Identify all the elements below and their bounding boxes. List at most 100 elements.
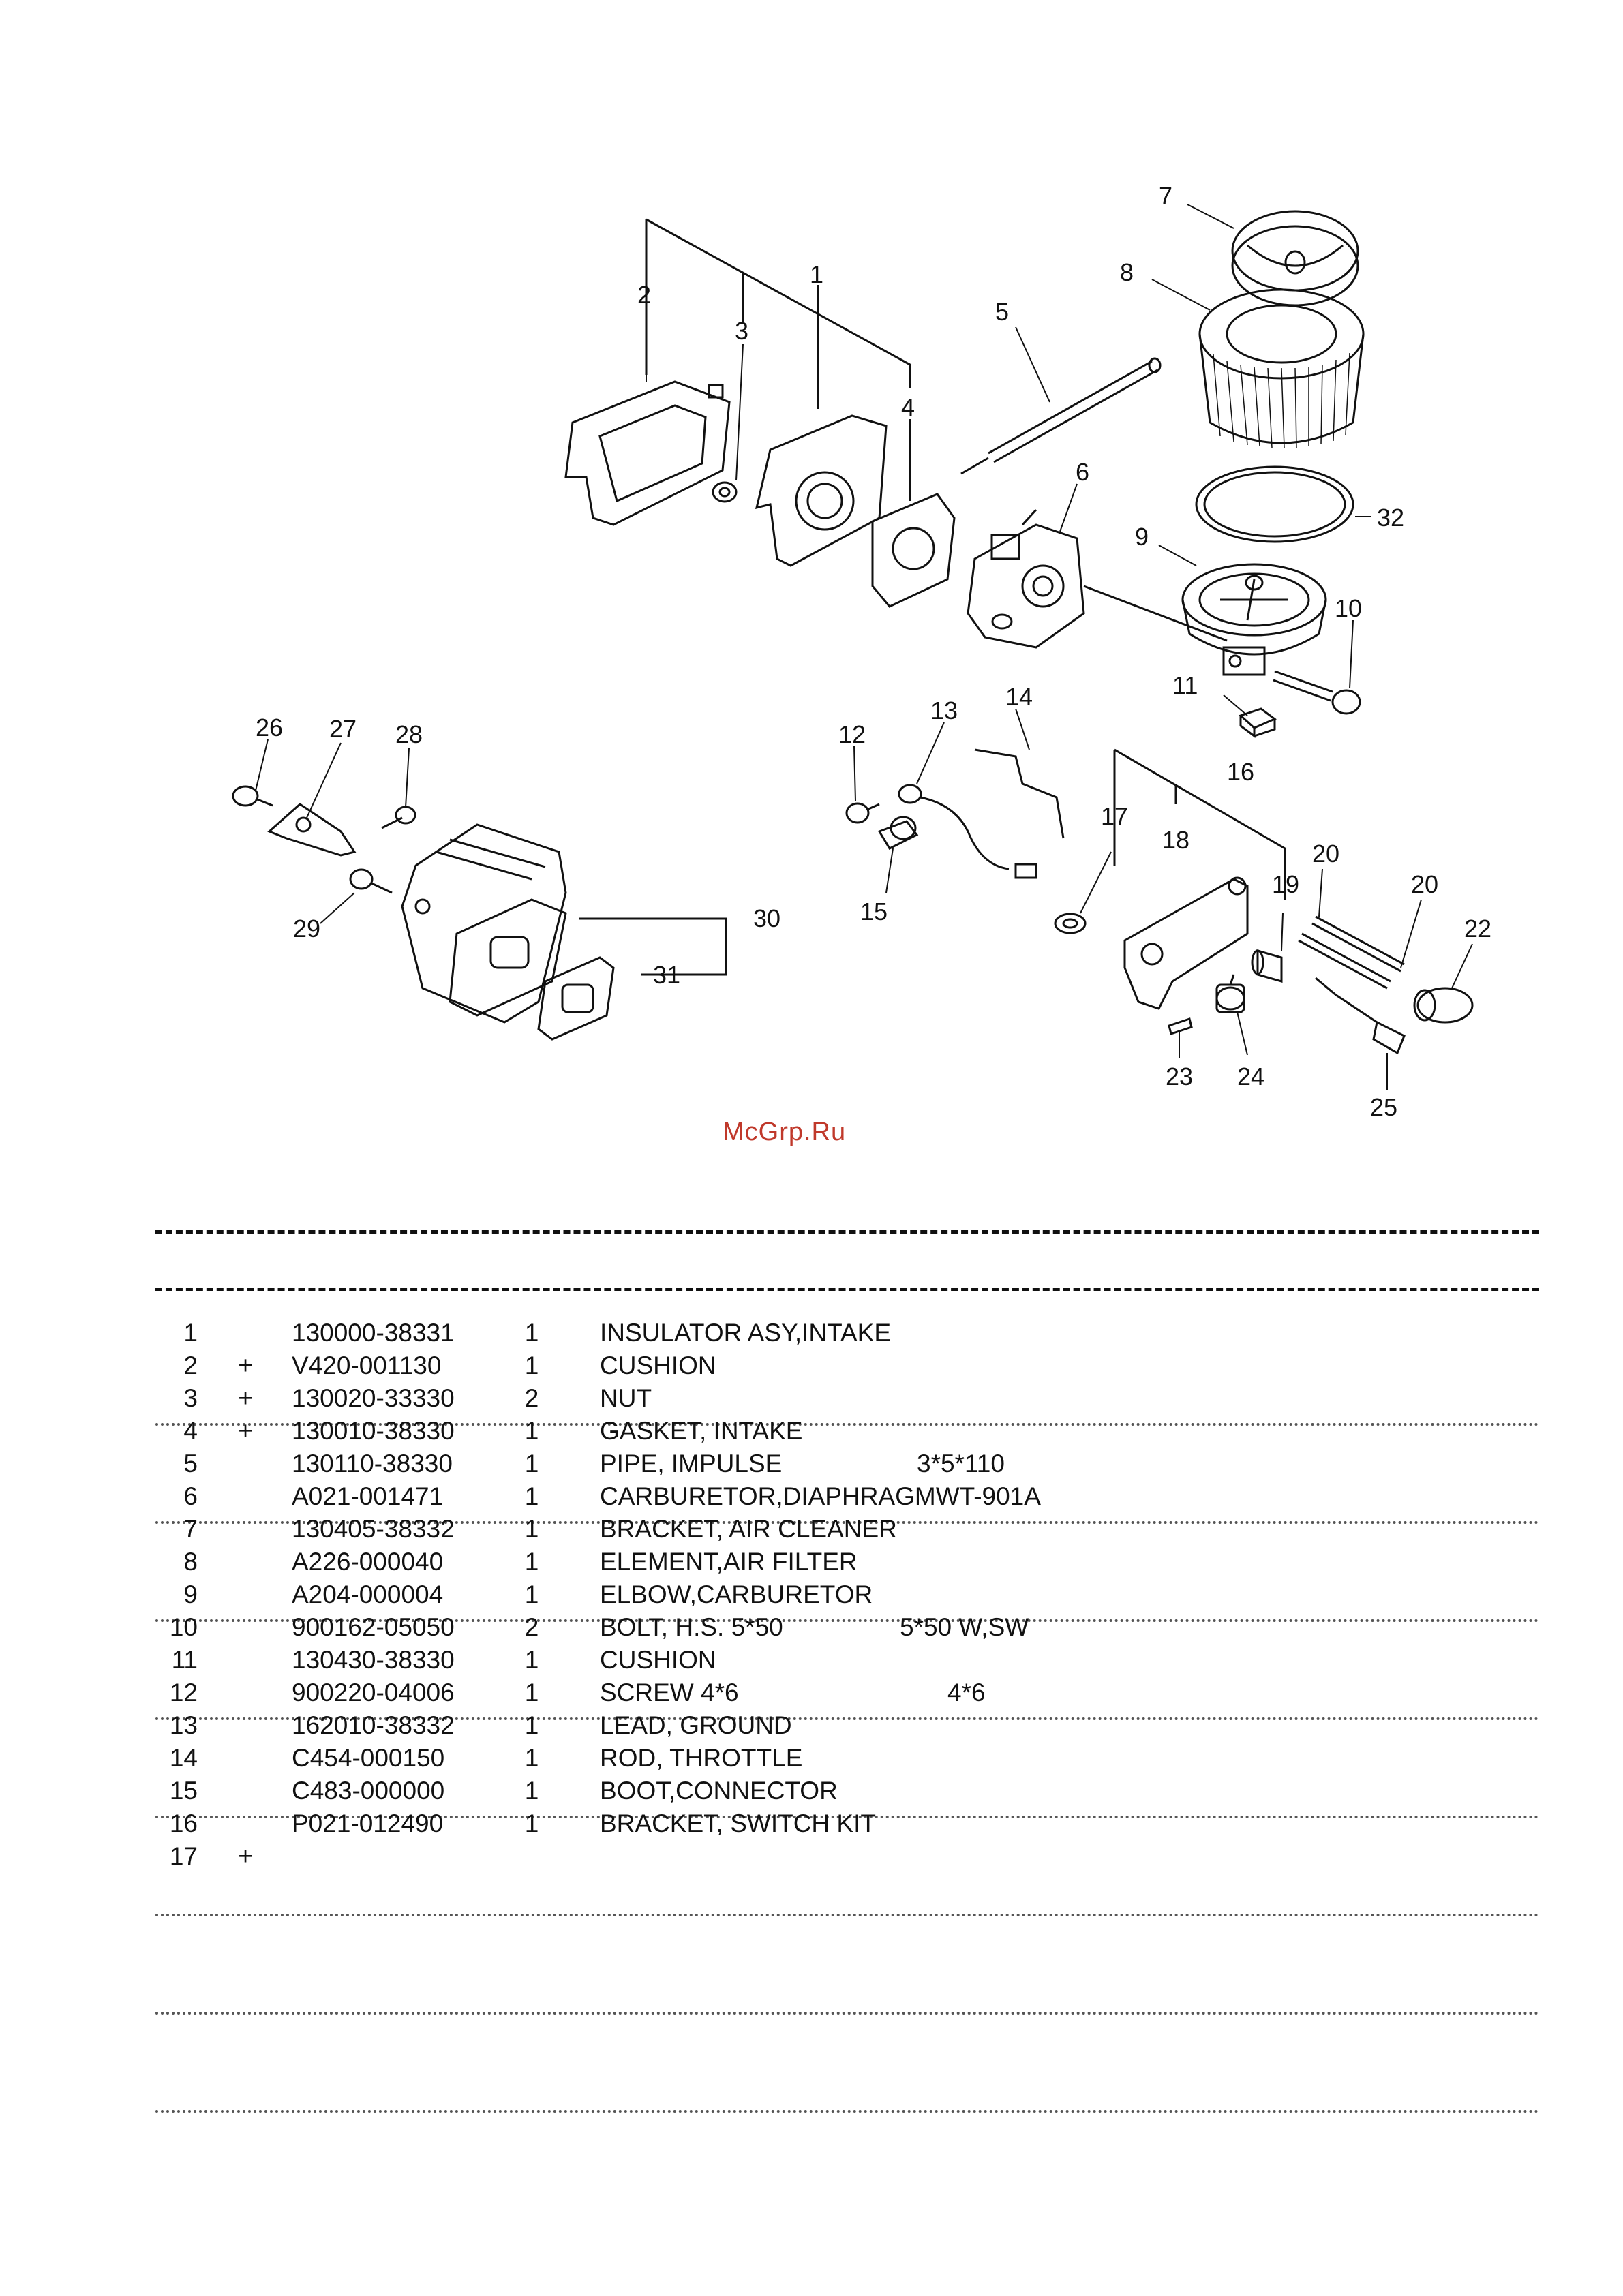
callout-16: 16 (1227, 758, 1254, 786)
callout-7: 7 (1159, 182, 1172, 210)
part-code: 130430-38330 (292, 1646, 455, 1674)
dotted-separator (155, 1423, 1539, 1426)
stop-switch-part (1215, 974, 1245, 1013)
callout-17: 17 (1101, 802, 1128, 830)
part-quantity: 2 (524, 1384, 539, 1412)
part-code: 130405-38332 (292, 1515, 455, 1543)
part-code: A204-000004 (292, 1580, 444, 1608)
part-number-index: 2 (183, 1351, 198, 1379)
part-description: BRACKET, SWITCH KIT (600, 1809, 876, 1837)
part-description: NUT (600, 1384, 652, 1412)
part-description: BOLT, H.S. 5*50 (600, 1613, 783, 1641)
callout-4: 4 (901, 393, 915, 421)
part-number-index: 4 (183, 1417, 198, 1445)
callout-27: 27 (329, 715, 357, 743)
dashed-rule-bottom (155, 1288, 1539, 1291)
part-description: GASKET, INTAKE (600, 1417, 803, 1445)
dashed-rule-top (155, 1230, 1539, 1234)
part-number-index: 9 (183, 1580, 198, 1608)
part-code: C483-000000 (292, 1777, 445, 1805)
callout-15: 15 (860, 898, 888, 925)
air-filter-element-part (1198, 288, 1365, 448)
muffler-part (401, 823, 567, 1024)
part-code: A021-001471 (292, 1482, 444, 1510)
dotted-separator (155, 2110, 1539, 2113)
parts-row: 9 A204-000004 1 ELBOW,CARBURETOR (0, 1580, 1623, 1613)
part-description: ELEMENT,AIR FILTER (600, 1548, 858, 1576)
callout-29: 29 (293, 915, 320, 943)
part-number-index: 15 (169, 1777, 198, 1805)
callout-11: 11 (1172, 671, 1198, 699)
part-number-index: 10 (169, 1613, 198, 1641)
o-ring-part (1195, 465, 1354, 543)
callout-19: 19 (1272, 870, 1299, 898)
part-description: CARBURETOR,DIAPHRAGMWT-901A (600, 1482, 1041, 1510)
part-quantity: 1 (524, 1515, 539, 1543)
callout-12: 12 (838, 720, 866, 748)
dotted-separator (155, 2012, 1539, 2015)
part-code: 900220-04006 (292, 1679, 455, 1706)
part-mark: + (238, 1417, 253, 1445)
part-code: 130010-38330 (292, 1417, 455, 1445)
callout-3: 3 (735, 317, 748, 345)
callout-14: 14 (1005, 683, 1033, 711)
choke-lever-part (1315, 977, 1406, 1055)
callout-20b: 20 (1411, 870, 1438, 898)
part-description: LEAD, GROUND (600, 1711, 792, 1739)
muffler-bolts-part (232, 785, 416, 894)
part-description: ELBOW,CARBURETOR (600, 1580, 873, 1608)
group-bracket-switch (1113, 748, 1286, 900)
group-bracket-intake (645, 218, 911, 399)
switch-bracket-part (1123, 876, 1249, 1010)
callout-18: 18 (1162, 826, 1189, 854)
part-description: BOOT,CONNECTOR (600, 1777, 838, 1805)
throttle-rod-part (974, 748, 1065, 839)
part-number-index: 12 (169, 1679, 198, 1706)
part-spec: 5*50 W,SW (900, 1613, 1029, 1641)
part-code: 130110-38330 (292, 1450, 453, 1478)
part-description: INSULATOR ASY,INTAKE (600, 1319, 892, 1347)
part-mark: + (238, 1384, 253, 1412)
part-quantity: 1 (524, 1548, 539, 1576)
part-number-index: 16 (169, 1809, 198, 1837)
part-quantity: 1 (524, 1319, 539, 1347)
part-spec: 4*6 (947, 1679, 986, 1706)
impulse-pipe-part (960, 357, 1162, 475)
parts-row: 12 900220-04006 1 SCREW 4*6 4*6 (0, 1679, 1623, 1711)
callout-31: 31 (653, 961, 680, 989)
part-number-index: 8 (183, 1548, 198, 1576)
part-quantity: 1 (524, 1646, 539, 1674)
part-number-index: 5 (183, 1450, 198, 1478)
part-quantity: 1 (524, 1744, 539, 1772)
dotted-separator (155, 1619, 1539, 1622)
dotted-separator (155, 1717, 1539, 1720)
fuel-tubes-part (1298, 915, 1405, 990)
part-quantity: 1 (524, 1580, 539, 1608)
dotted-separator (155, 1914, 1539, 1916)
part-mark: + (238, 1842, 253, 1870)
callout-30: 30 (753, 904, 780, 932)
carburetor-part (967, 508, 1085, 649)
part-number-index: 17 (169, 1842, 198, 1870)
group-bracket-muffler (579, 917, 727, 976)
part-description: ROD, THROTTLE (600, 1744, 803, 1772)
parts-row: 17 + (0, 1842, 1623, 1875)
watermark-text: McGrp.Ru (723, 1118, 847, 1146)
part-number-index: 14 (169, 1744, 198, 1772)
part-quantity: 1 (524, 1482, 539, 1510)
part-number-index: 3 (183, 1384, 198, 1412)
part-description: CUSHION (600, 1351, 716, 1379)
cushion-small-part (1239, 707, 1277, 738)
part-quantity: 2 (524, 1613, 539, 1641)
part-quantity: 1 (524, 1679, 539, 1706)
callout-26: 26 (256, 714, 283, 741)
part-description: SCREW 4*6 (600, 1679, 739, 1706)
callout-20a: 20 (1312, 840, 1339, 868)
